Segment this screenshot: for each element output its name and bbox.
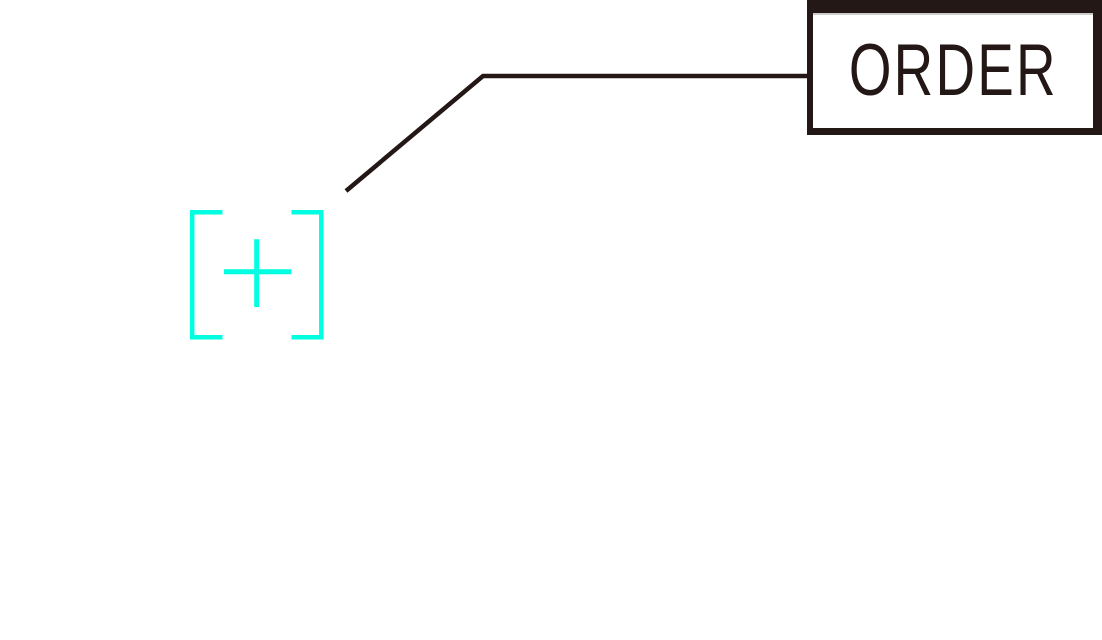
plus-icon	[224, 239, 292, 307]
order-label: ORDER	[848, 30, 1058, 111]
top-bar	[807, 0, 1102, 13]
corner-bracket-left-icon	[189, 209, 223, 340]
bracket-plus-marker[interactable]	[189, 209, 324, 340]
leader-line	[344, 73, 812, 193]
bar-divider-line	[813, 13, 1093, 15]
order-callout-box: ORDER	[807, 13, 1102, 135]
corner-bracket-right-icon	[291, 209, 324, 340]
